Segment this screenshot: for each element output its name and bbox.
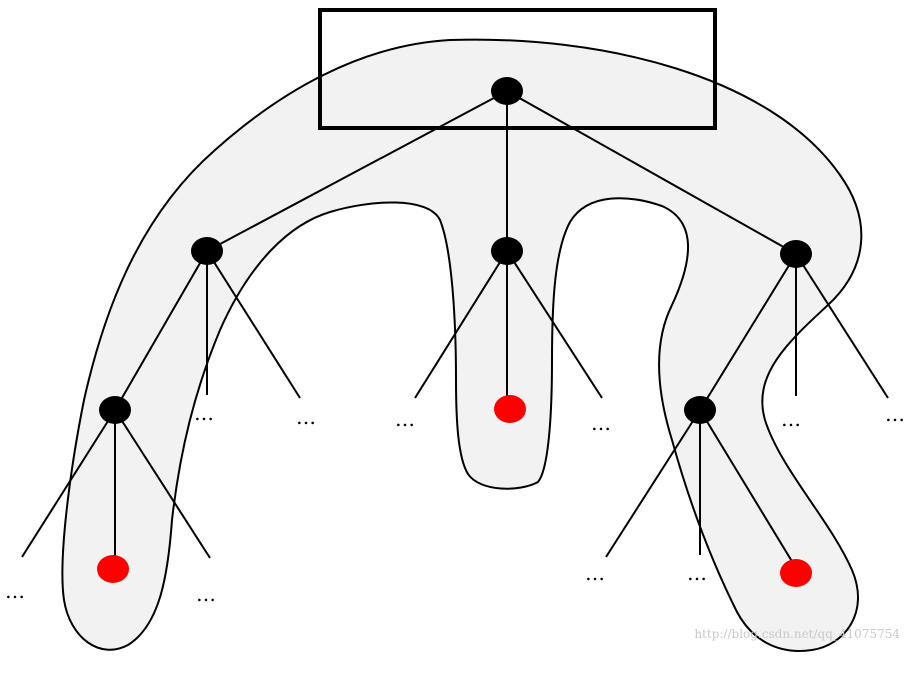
ellipsis: … (296, 405, 316, 429)
edge-mid-right (506, 250, 603, 399)
ellipsis: … (591, 411, 611, 435)
edge-left-child (114, 250, 208, 411)
watermark-text: http://blog.csdn.net/qq_41075754 (694, 627, 900, 641)
ellipsis-markers: … … … … … … … … … … (5, 401, 905, 606)
ellipsis: … (885, 402, 905, 426)
node-left (191, 237, 223, 265)
ellipsis: … (687, 561, 707, 585)
target-node-mid (494, 395, 526, 423)
node-root (491, 77, 523, 105)
edge-left-right (206, 250, 301, 399)
edge-right-child (699, 253, 797, 411)
tree-nodes (97, 77, 812, 587)
edge-rl-target (699, 409, 797, 569)
edge-ll-left (21, 409, 116, 558)
node-mid (491, 237, 523, 265)
target-node-right (780, 559, 812, 587)
ellipsis: … (395, 407, 415, 431)
node-left-left (99, 396, 131, 424)
node-right (780, 240, 812, 268)
tree-edges (21, 90, 889, 569)
edge-mid-left (414, 250, 508, 399)
edge-rl-left (605, 409, 701, 558)
edge-ll-right (114, 409, 211, 559)
edge-right-right (795, 253, 889, 399)
ellipsis: … (196, 582, 216, 606)
search-region (61, 38, 863, 652)
ellipsis: … (194, 401, 214, 425)
edge-root-right (506, 90, 797, 255)
edge-root-left (206, 90, 508, 252)
ellipsis: … (5, 579, 25, 603)
target-node-left (97, 555, 129, 583)
ellipsis: … (781, 407, 801, 431)
root-frame-box (318, 8, 717, 130)
ellipsis: … (585, 561, 605, 585)
node-right-left (684, 396, 716, 424)
